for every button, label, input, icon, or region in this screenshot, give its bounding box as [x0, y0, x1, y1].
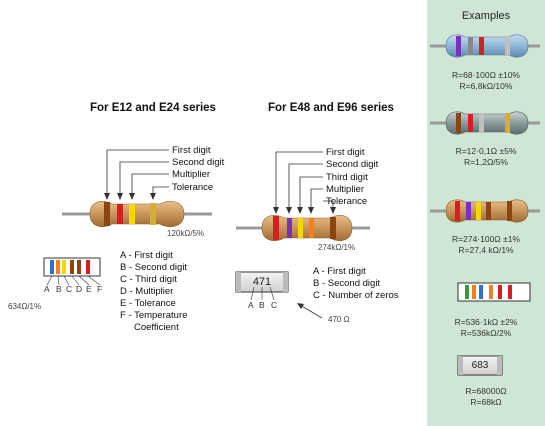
example-smd-code: 683 [471, 360, 489, 371]
example-4-strip [457, 282, 531, 302]
strip-letter-a: A [44, 284, 50, 294]
legend-f-cont: Coefficient [134, 322, 179, 333]
example-2-line1: R=12·0,1Ω ±5% [455, 146, 517, 156]
e12-e24-heading: For E12 and E24 series [90, 102, 216, 114]
left-callout-lines [106, 149, 169, 199]
example-5-text: R=68000Ω R=68kΩ [427, 386, 545, 408]
example-2-text: R=12·0,1Ω ±5% R=1,2Ω/5% [427, 146, 545, 168]
strip-letter-b: B [56, 284, 62, 294]
six-band-strip [43, 257, 101, 277]
legend-d: D - Multiplier [120, 286, 174, 297]
left-band-3 [129, 204, 135, 224]
mid-band-3 [298, 218, 303, 238]
example-1-resistor [430, 34, 540, 58]
legend-b: B - Second digit [120, 262, 188, 273]
mid-band-2 [287, 218, 292, 238]
smd-letter-c: C [271, 300, 278, 310]
strip-letter-f: F [97, 284, 103, 294]
example-4-line2: R=536kΩ/2% [460, 328, 512, 338]
smd-legend-b: B - Second digit [313, 278, 381, 289]
mid-callout-lines [275, 151, 334, 213]
example-3-line2: R=27,4 kΩ/1% [458, 245, 514, 255]
example-2-line2: R=1,2Ω/5% [464, 157, 508, 167]
strip-letter-e: E [86, 284, 92, 294]
strip-letter-lines [46, 275, 101, 286]
legend-f: F - Temperature [120, 310, 188, 321]
left-callout-second-digit: Second digit [172, 157, 225, 168]
smd-arrow [297, 303, 323, 319]
examples-title: Examples [461, 10, 511, 22]
example-4-text: R=536·1kΩ ±2% R=536kΩ/2% [427, 317, 545, 339]
smd-letter-a: A [248, 300, 254, 310]
example-5-line1: R=68000Ω [465, 386, 507, 396]
example-5-line2: R=68kΩ [470, 397, 502, 407]
mid-callout-third-digit: Third digit [326, 172, 368, 183]
left-band-2 [117, 204, 123, 224]
smd-letter-b: B [259, 300, 265, 310]
smd-legend-a: A - First digit [313, 266, 366, 277]
middle-resistor [236, 214, 370, 242]
smd-code: 471 [252, 276, 272, 288]
left-callout-tolerance: Tolerance [172, 182, 214, 193]
strip-value: 634Ω/1% [8, 302, 42, 311]
mid-callout-tolerance: Tolerance [326, 196, 368, 207]
smd-legend-c: C - Number of zeros [313, 290, 399, 301]
left-callout-first-digit: First digit [172, 145, 211, 156]
example-4-line1: R=536·1kΩ ±2% [454, 317, 518, 327]
smd-value: 470 Ω [328, 315, 350, 324]
e48-e96-heading: For E48 and E96 series [268, 102, 394, 114]
example-3-resistor [430, 199, 540, 223]
mid-band-5 [330, 217, 336, 239]
example-2-resistor [430, 111, 540, 135]
strip-letter-d: D [76, 284, 83, 294]
left-resistor [62, 200, 212, 228]
example-1-text: R=68·100Ω ±10% R=6,8kΩ/10% [427, 70, 545, 92]
mid-band-4 [309, 218, 314, 238]
left-resistor-value: 120kΩ/5% [167, 229, 205, 238]
mid-resistor-value: 274kΩ/1% [318, 243, 356, 252]
left-band-1 [104, 202, 110, 226]
mid-band-1 [273, 216, 279, 240]
legend-e: E - Tolerance [120, 298, 176, 309]
example-1-line2: R=6,8kΩ/10% [459, 81, 513, 91]
example-3-line1: R=274·100Ω ±1% [452, 234, 520, 244]
left-callout-multiplier: Multiplier [172, 169, 211, 180]
mid-callout-multiplier: Multiplier [326, 184, 365, 195]
legend-c: C - Third digit [120, 274, 177, 285]
legend-a: A - First digit [120, 250, 173, 261]
example-3-text: R=274·100Ω ±1% R=27,4 kΩ/1% [427, 234, 545, 256]
left-band-4 [150, 203, 156, 225]
strip-letter-c: C [66, 284, 73, 294]
mid-callout-second-digit: Second digit [326, 159, 379, 170]
example-1-line1: R=68·100Ω ±10% [452, 70, 520, 80]
mid-callout-first-digit: First digit [326, 147, 365, 158]
